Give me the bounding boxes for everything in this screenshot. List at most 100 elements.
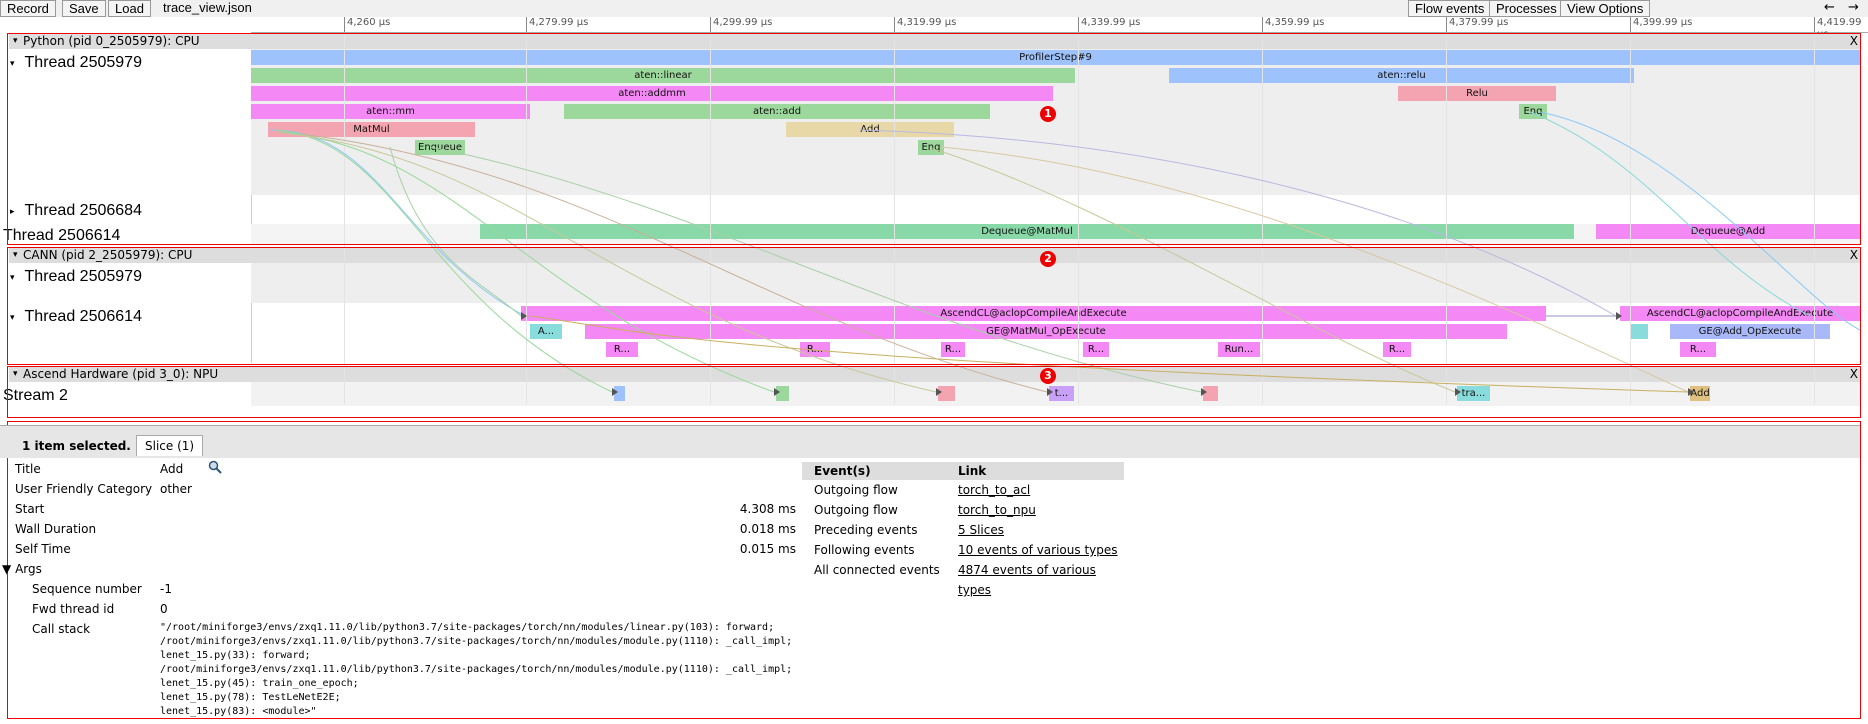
arg-value: 0 [160,602,168,616]
detail-key: Title [15,462,41,476]
event-link[interactable]: torch_to_acl [958,483,1031,497]
close-icon[interactable]: X [1849,367,1858,381]
events-table-header: Event(s) Link [802,462,1124,480]
annotation-badge: 3 [1040,368,1056,384]
load-button[interactable]: Load [108,0,151,17]
event-link[interactable]: torch_to_npu [958,503,1036,517]
collapse-arrow-icon[interactable]: ▾ [13,369,18,379]
details-panel: 1 item selected. Slice (1) [0,425,1868,724]
collapse-arrow-icon[interactable]: ▼ [2,562,12,576]
slice-npu-add[interactable]: Add [1690,386,1710,401]
toolbar: Record Save Load trace_view.json Flow ev… [0,0,1868,17]
ruler-label: 4,379.99 µs [1449,17,1509,28]
ruler-label: 4,399.99 µs [1633,17,1693,28]
flow-events-button[interactable]: Flow events [1408,0,1492,17]
nav-back-icon[interactable]: ← [1824,0,1835,15]
event-name: Outgoing flow [814,483,898,497]
detail-value-self: 0.015 ms [739,542,796,556]
event-row: All connected events 4874 events of vari… [802,560,1124,597]
ruler-label: 4,339.99 µs [1081,17,1141,28]
processes-button[interactable]: Processes [1489,0,1564,17]
detail-value: other [160,482,192,496]
collapse-arrow-icon[interactable]: ▾ [10,272,15,282]
collapse-arrow-icon[interactable]: ▾ [10,312,15,322]
event-link[interactable]: 4874 events of various types [958,563,1096,597]
call-stack-value: "/root/miniforge3/envs/zxq1.11.0/lib/pyt… [160,622,793,717]
stream-label[interactable]: Stream 2 [3,387,68,404]
nav-forward-icon[interactable]: → [1848,0,1859,15]
detail-key: Wall Duration [15,522,97,536]
thread-label[interactable]: ▾Thread 2505979 [10,268,142,286]
process-title: Ascend Hardware (pid 3_0): NPU [23,367,219,381]
collapse-arrow-icon[interactable]: ▾ [13,36,18,46]
thread-label[interactable]: ▾Thread 2506614 [10,308,142,326]
event-name: Outgoing flow [814,503,898,517]
event-link[interactable]: 10 events of various types [958,543,1118,557]
annotation-box [7,421,1861,719]
process-header-python[interactable]: ▾ Python (pid 0_2505979): CPU X [9,34,1860,49]
slice-relu[interactable]: Relu [1398,86,1556,101]
annotation-box [7,33,1861,245]
detail-key: User Friendly Category [15,482,153,496]
save-button[interactable]: Save [62,0,106,17]
slice-aten-mm[interactable]: aten::mm [251,104,530,119]
detail-value-start: 4.308 ms [739,502,796,516]
process-title: Python (pid 0_2505979): CPU [23,34,200,48]
detail-key: Self Time [15,542,71,556]
events-table: Event(s) Link Outgoing flow torch_to_acl… [802,462,1124,597]
arg-key: Sequence number [32,582,142,596]
thread-label[interactable]: Thread 2506614 [3,227,121,244]
header-link: Link [958,464,987,478]
event-row: Outgoing flow torch_to_acl [802,480,1124,500]
event-link[interactable]: 5 Slices [958,523,1004,537]
args-toggle[interactable]: ▼ Args [2,562,42,576]
npu-stream-labels [9,382,252,406]
detail-value-wall: 0.018 ms [739,522,796,536]
file-name: trace_view.json [163,0,252,15]
time-ruler[interactable]: 4,260 µs 4,279.99 µs 4,299.99 µs 4,319.9… [251,17,1868,40]
slice-aten-linear[interactable]: aten::linear [251,68,1075,83]
slice-aten-relu[interactable]: aten::relu [1169,68,1634,83]
slice-r[interactable]: R... [1680,342,1716,357]
event-name: Following events [814,543,915,557]
slice-profiler-step[interactable]: ProfilerStep#9 [251,50,1860,65]
tab-slice[interactable]: Slice (1) [136,435,204,456]
python-thread-labels [9,49,252,244]
event-name: All connected events [814,563,940,577]
slice-aten-addmm[interactable]: aten::addmm [251,86,1053,101]
annotation-box [7,247,1861,365]
slice-aten-add[interactable]: aten::add [564,104,990,119]
collapse-arrow-icon[interactable]: ▾ [13,250,18,260]
detail-value-title: Add [160,462,184,476]
view-options-button[interactable]: View Options [1560,0,1651,17]
cann-thread-labels [9,263,252,363]
ruler-label: 4,299.99 µs [713,17,773,28]
event-row: Outgoing flow torch_to_npu [802,500,1124,520]
arg-key: Call stack [32,622,91,636]
collapse-arrow-icon[interactable]: ▾ [10,58,15,68]
event-row: Preceding events 5 Slices [802,520,1124,540]
annotation-box [7,366,1861,418]
event-name: Preceding events [814,523,918,537]
thread-label[interactable]: ▾Thread 2505979 [10,54,142,72]
annotation-badge: 2 [1040,251,1056,267]
details-header: 1 item selected. Slice (1) [0,425,1860,458]
ruler-label: 4,279.99 µs [529,17,589,28]
close-icon[interactable]: X [1849,34,1858,48]
event-row: Following events 10 events of various ty… [802,540,1124,560]
arg-key: Fwd thread id [32,602,115,616]
header-events: Event(s) [814,464,871,478]
process-title: CANN (pid 2_2505979): CPU [23,248,193,262]
expand-arrow-icon[interactable]: ▸ [10,206,15,216]
slice-npu[interactable] [614,386,625,401]
record-button[interactable]: Record [0,0,56,17]
ruler-label: 4,319.99 µs [897,17,957,28]
search-icon[interactable] [208,460,222,478]
ruler-label: 4,260 µs [347,17,391,28]
thread-label[interactable]: ▸Thread 2506684 [10,202,142,220]
selection-summary: 1 item selected. [22,439,131,453]
annotation-badge: 1 [1040,106,1056,122]
arg-value: -1 [160,582,172,596]
detail-key: Start [15,502,45,516]
ruler-label: 4,359.99 µs [1265,17,1325,28]
